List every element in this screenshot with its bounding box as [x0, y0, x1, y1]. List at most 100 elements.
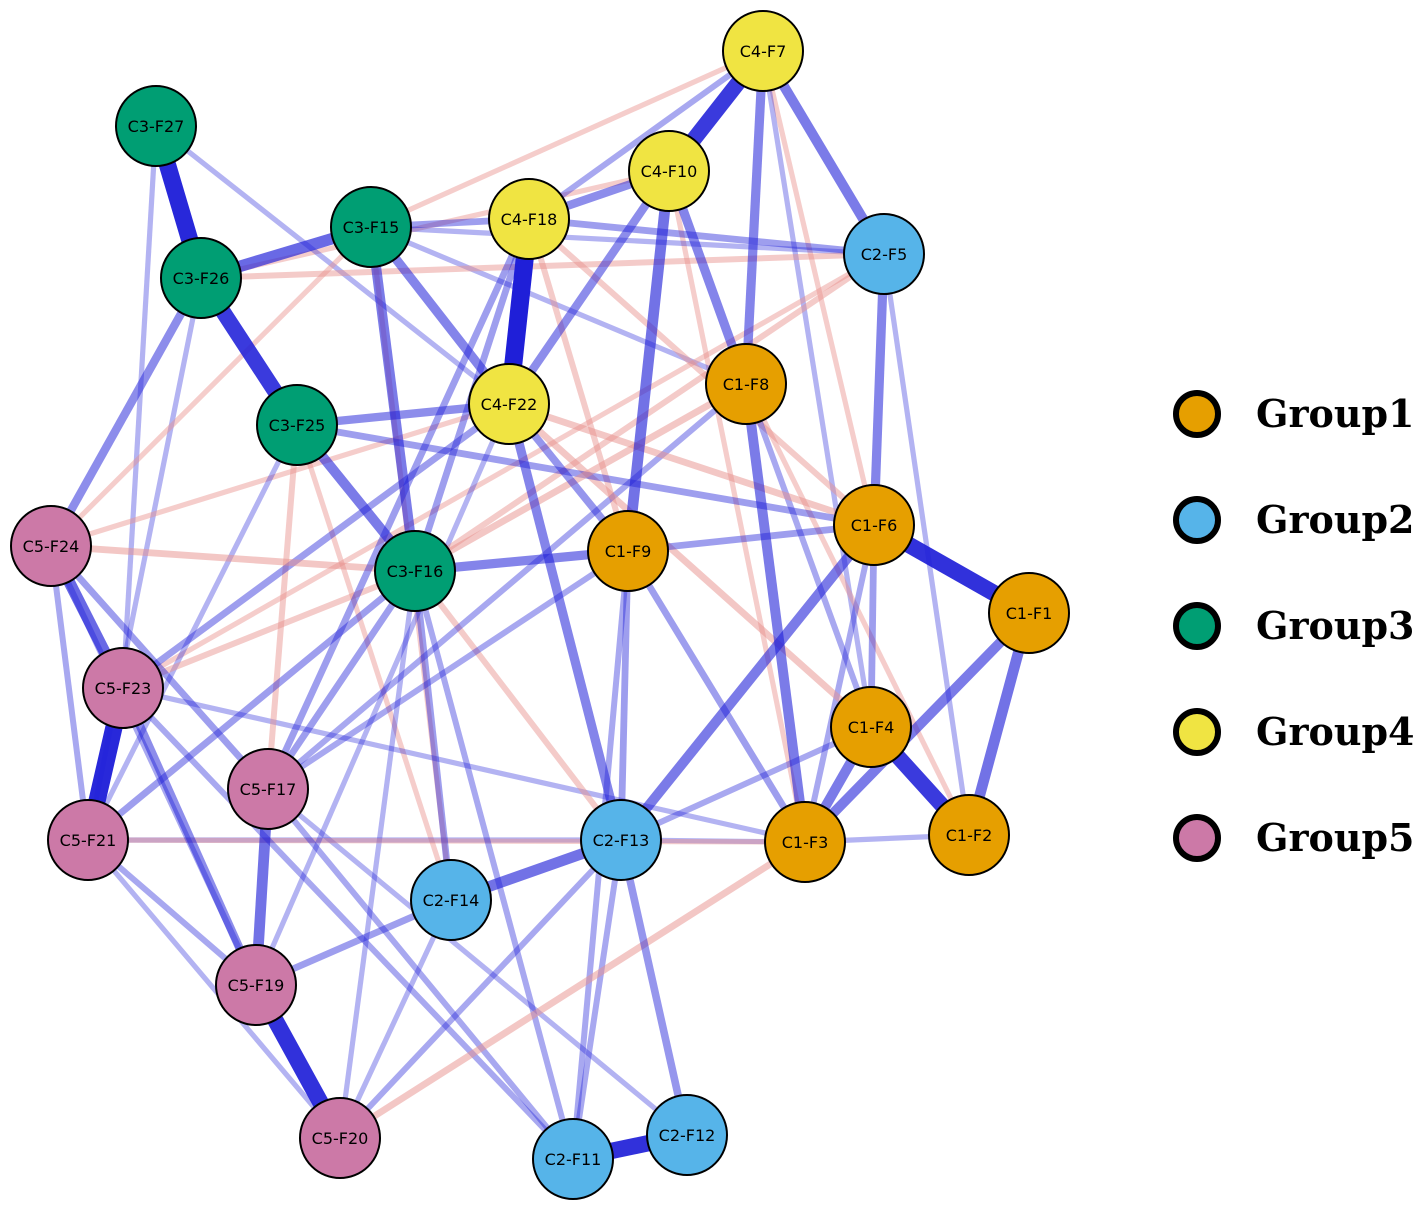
edge-C3-F16-C5-F24 — [50, 542, 416, 575]
edge-C3-F16-C1-F8 — [413, 381, 748, 574]
legend-swatch — [1173, 602, 1221, 650]
edge-C3-F16-C2-F14 — [411, 570, 455, 901]
node-label: C1-F4 — [848, 718, 895, 737]
node-label: C4-F18 — [501, 210, 558, 229]
edge-C2-F11-C5-F23 — [120, 685, 576, 1162]
node-C1-F6: C1-F6 — [833, 484, 915, 566]
edge-C4-F7-C3-F15 — [369, 48, 765, 230]
edge-C3-F15-C3-F16 — [366, 226, 420, 572]
edge-C3-F25-C5-F17 — [265, 424, 300, 790]
node-circle — [843, 213, 925, 295]
edge-C5-F23-C3-F16 — [121, 568, 417, 691]
node-circle — [646, 1094, 728, 1176]
node-C2-F14: C2-F14 — [410, 859, 492, 941]
node-C2-F13: C2-F13 — [580, 799, 662, 881]
node-label: C2-F14 — [423, 891, 480, 910]
edge-C1-F4-C2-F13 — [619, 724, 873, 843]
node-label: C3-F16 — [387, 562, 444, 581]
edge-C2-F5-C1-F2 — [881, 253, 972, 836]
node-C3-F16: C3-F16 — [374, 530, 456, 612]
legend-label: Group5 — [1256, 815, 1414, 860]
node-label: C4-F10 — [641, 162, 698, 181]
edge-C5-F17-C1-F9 — [266, 548, 630, 792]
edge-C5-F24-C4-F22 — [50, 401, 510, 549]
edge-C5-F21-C1-F3 — [87, 837, 806, 845]
node-circle — [256, 384, 338, 466]
edge-C5-F24-C5-F17 — [48, 543, 271, 792]
edge-C4-F7-C4-F18 — [527, 48, 765, 222]
node-label: C5-F24 — [23, 537, 80, 556]
node-label: C1-F3 — [782, 833, 829, 852]
node-C2-F11: C2-F11 — [532, 1118, 614, 1200]
node-circle — [330, 186, 412, 268]
edge-C1-F8-C5-F17 — [266, 381, 748, 792]
edge-C3-F26-C2-F5 — [200, 251, 885, 281]
edge-C1-F9-C1-F6 — [627, 521, 875, 555]
node-label: C5-F20 — [312, 1129, 369, 1148]
node-label: C5-F21 — [60, 831, 117, 850]
edge-C4-F10-C1-F3 — [666, 170, 808, 843]
node-circle — [722, 10, 804, 92]
node-circle — [160, 237, 242, 319]
legend-item-group3: Group3 — [1173, 602, 1414, 650]
node-circle — [705, 343, 787, 425]
edge-C5-F23-C5-F19 — [119, 686, 260, 987]
node-C5-F20: C5-F20 — [299, 1097, 381, 1179]
edge-C4-F18-C1-F6 — [527, 216, 876, 528]
legend-item-group1: Group1 — [1173, 390, 1414, 438]
node-C2-F5: C2-F5 — [843, 213, 925, 295]
edge-C3-F25-C2-F14 — [294, 424, 454, 901]
node-C3-F27: C3-F27 — [115, 85, 197, 167]
node-circle — [227, 748, 309, 830]
edge-C3-F16-C2-F11 — [412, 570, 576, 1160]
edge-C4-F10-C1-F9 — [622, 170, 675, 552]
legend-label: Group1 — [1256, 391, 1414, 436]
node-circle — [488, 178, 570, 260]
node-circle — [10, 505, 92, 587]
node-label: C1-F9 — [605, 542, 652, 561]
legend-label: Group3 — [1256, 603, 1414, 648]
edge-C1-F8-C1-F4 — [743, 382, 874, 729]
node-label: C3-F27 — [128, 117, 185, 136]
node-C1-F9: C1-F9 — [587, 510, 669, 592]
edge-C3-F16-C5-F17 — [265, 569, 418, 791]
edge-C4-F7-C1-F4 — [760, 50, 874, 728]
edge-C3-F15-C1-F8 — [369, 224, 748, 387]
edge-C4-F22-C5-F23 — [120, 401, 512, 691]
node-C3-F25: C3-F25 — [256, 384, 338, 466]
edge-C2-F13-C2-F12 — [617, 839, 691, 1136]
node-layer: C4-F7C4-F10C4-F18C4-F22C3-F27C3-F26C3-F1… — [10, 10, 1070, 1200]
node-C1-F2: C1-F2 — [928, 794, 1010, 876]
node-circle — [580, 799, 662, 881]
node-C1-F3: C1-F3 — [764, 801, 846, 883]
legend-label: Group2 — [1256, 497, 1414, 542]
node-circle — [299, 1097, 381, 1179]
edge-C2-F5-C1-F6 — [869, 253, 889, 526]
edge-C2-F5-C5-F23 — [121, 251, 886, 691]
node-label: C3-F25 — [269, 416, 326, 435]
legend-item-group5: Group5 — [1173, 814, 1414, 862]
edge-C5-F24-C5-F21 — [48, 545, 91, 841]
node-C4-F18: C4-F18 — [488, 178, 570, 260]
edge-C4-F10-C4-F22 — [505, 168, 673, 407]
edge-C3-F15-C2-F5 — [370, 224, 885, 257]
node-C2-F12: C2-F12 — [646, 1094, 728, 1176]
edge-C1-F6-C2-F13 — [617, 521, 878, 844]
edge-C4-F22-C1-F6 — [507, 400, 876, 529]
node-circle — [47, 799, 129, 881]
node-label: C2-F12 — [659, 1126, 716, 1145]
node-C1-F4: C1-F4 — [830, 686, 912, 768]
node-C4-F22: C4-F22 — [468, 363, 550, 445]
edge-C4-F7-C1-F6 — [760, 50, 877, 526]
node-circle — [764, 801, 846, 883]
legend-label: Group4 — [1256, 709, 1414, 754]
legend-swatch — [1173, 814, 1221, 862]
edge-C1-F1-C1-F3 — [801, 609, 1033, 846]
node-circle — [532, 1118, 614, 1200]
edge-C3-F26-C5-F24 — [47, 275, 205, 549]
edge-C1-F8-C1-F3 — [741, 383, 810, 843]
edge-C5-F17-C4-F18 — [264, 217, 533, 791]
legend-item-group4: Group4 — [1173, 708, 1414, 756]
